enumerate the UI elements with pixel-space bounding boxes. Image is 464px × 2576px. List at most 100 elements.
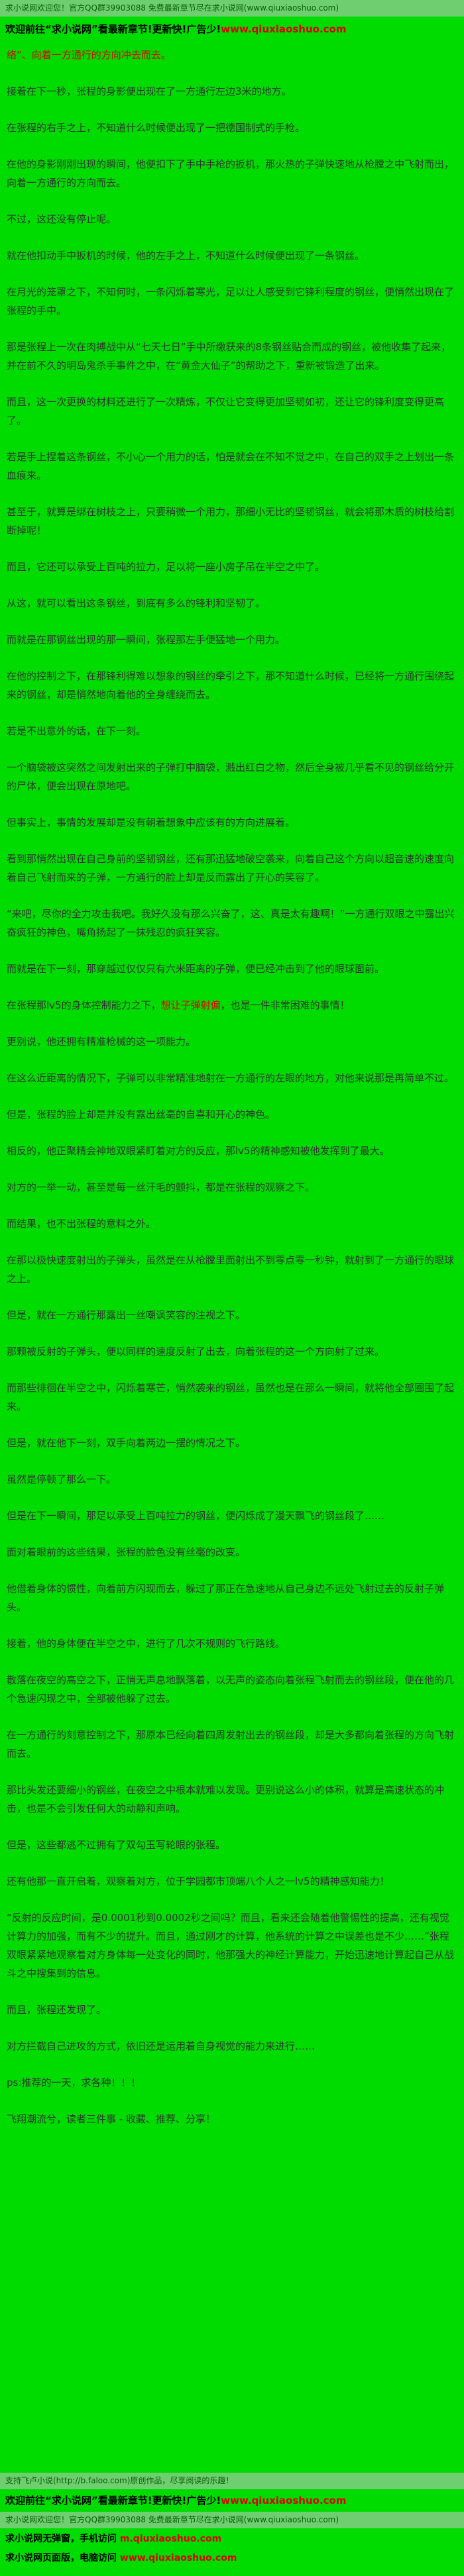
- novel-paragraph: 在张程那lv5的身体控制能力之下，想让子弹射偏，也是一件非常困难的事情！: [7, 996, 457, 1015]
- site-notice-top: 求小说网欢迎您！官方QQ群39903088 免费最新章节尽在求小说网(www.q…: [0, 0, 464, 17]
- paragraph-text: 飞翔潮流兮，读者三件事 - 收藏、推荐、分享！: [7, 2113, 215, 2126]
- paragraph-text: 而且，张程还发现了。: [7, 2004, 107, 2016]
- page-footer: 支持飞卢小说(http://b.faloo.com)原创作品，尽享阅读的乐趣！ …: [0, 2472, 464, 2576]
- novel-paragraph: 而且，张程还发现了。: [7, 2001, 457, 2019]
- faloo-notice: 支持飞卢小说(http://b.faloo.com)原创作品，尽享阅读的乐趣！: [0, 2472, 464, 2489]
- access-text: 求小说网无弹窗，手机访问: [5, 2534, 120, 2544]
- novel-paragraph: 还有他那一直开启着，观察着对方，位于学园都市顶端八个人之一lv5的精神感知能力！: [7, 1872, 457, 1891]
- paragraph-text: 就在他扣动手中扳机的时候，他的左手之上，不知道什么时候便出现了一条钢丝。: [7, 250, 365, 262]
- paragraph-text: 而且，它还可以承受上百吨的拉力，足以将一座小房子吊在半空之中了。: [7, 561, 325, 573]
- paragraph-text: ，也是一件非常困难的事情！: [220, 999, 350, 1012]
- novel-paragraph: 在张程的右手之上，不知道什么时候便出现了一把德国制式的手枪。: [7, 119, 457, 137]
- novel-paragraph: 对方拦截自己进攻的方式，依旧还是运用着自身视觉的能力来进行……: [7, 2037, 457, 2056]
- novel-paragraph: 一个脑袋被这突然之间发射出来的子弹打中脑袋，溅出红白之物，然后全身被几乎看不见的…: [7, 758, 457, 795]
- paragraph-text: 对方拦截自己进攻的方式，依旧还是运用着自身视觉的能力来进行……: [7, 2040, 316, 2053]
- novel-paragraph: ps:推荐的一天，求各种！！！: [7, 2073, 457, 2092]
- novel-paragraph: 虽然是停顿了那么一下。: [7, 1470, 457, 1489]
- paragraph-text: 面对着眼前的这些结果，张程的脸色没有丝毫的改变。: [7, 1546, 246, 1559]
- novel-paragraph: 但事实上，事情的发展却是没有朝着想象中应该有的方向进展着。: [7, 813, 457, 832]
- paragraph-text: 看到那悄然出现在自己身前的坚韧钢丝，还有那迅猛地破空袭来，向着自己这个方向以超音…: [7, 853, 455, 884]
- paragraph-text: 从这，就可以看出这条钢丝，到底有多么的锋利和坚韧了。: [7, 597, 266, 610]
- novel-paragraph: 在他的身影刚刚出现的瞬间，他便扣下了手中手枪的扳机，那火热的子弹快速地从枪膛之中…: [7, 155, 457, 192]
- paragraph-text: “反射的反应时间，是0.0001秒到0.0002秒之间吗？而且，看来还会随着他警…: [7, 1912, 455, 1980]
- novel-paragraph: 而且，这一次更换的材料还进行了一次精炼，不仅让它变得更加坚韧如初，还让它的锋利度…: [7, 393, 457, 430]
- paragraph-text: 若是手上捏着这条钢丝，不小心一个用力的话，怕是就会在不知不觉之中，在自己的双手之…: [7, 451, 455, 482]
- paragraph-text: 接着，他的身体便在半空之中，进行了几次不规则的飞行路线。: [7, 1638, 286, 1650]
- novel-paragraph: 甚至于，就算是绑在树枝之上，只要稍微一个用力，那细小无比的坚韧钢丝，就会将那木质…: [7, 503, 457, 540]
- paragraph-text: 但是，就在一方通行那露出一丝嘲讽笑容的注视之下。: [7, 1309, 246, 1322]
- novel-paragraph: 但是，就在一方通行那露出一丝嘲讽笑容的注视之下。: [7, 1306, 457, 1324]
- novel-paragraph: 而就是在那钢丝出现的那一瞬间，张程那左手便猛地一个用力。: [7, 630, 457, 649]
- site-url-link[interactable]: www.qiuxiaoshuo.com: [221, 23, 347, 35]
- site-url-link[interactable]: www.qiuxiaoshuo.com: [221, 2494, 347, 2506]
- paragraph-text: 还有他那一直开启着，观察着对方，位于学园都市顶端八个人之一lv5的精神感知能力！: [7, 1875, 390, 1888]
- novel-paragraph: 接着在下一秒，张程的身影便出现在了一方通行左边3米的地方。: [7, 82, 457, 101]
- novel-paragraph: 面对着眼前的这些结果，张程的脸色没有丝毫的改变。: [7, 1543, 457, 1561]
- page-header: 求小说网欢迎您！官方QQ群39903088 免费最新章节尽在求小说网(www.q…: [0, 0, 464, 64]
- novel-paragraph: 对方的一举一动，甚至是每一丝汗毛的颤抖，都是在张程的观察之下。: [7, 1178, 457, 1197]
- paragraph-text: 在这么近距离的情况下，子弹可以非常精准地射在一方通行的左眼的地方，对他来说那是再…: [7, 1072, 455, 1085]
- novel-paragraph: “反射的反应时间，是0.0001秒到0.0002秒之间吗？而且，看来还会随着他警…: [7, 1908, 457, 1983]
- carryover-text-fragment: 络”、向着一方通行的方向冲去而去。: [7, 49, 171, 62]
- promo-line-bottom: 欢迎前往“求小说网”看最新章节!更新快!广告少!www.qiuxiaoshuo.…: [0, 2489, 464, 2512]
- novel-content: 接着在下一秒，张程的身影便出现在了一方通行左边3米的地方。在张程的右手之上，不知…: [0, 64, 464, 2473]
- paragraph-text: 而就是在那钢丝出现的那一瞬间，张程那左手便猛地一个用力。: [7, 634, 286, 646]
- novel-paragraph: 散落在夜空的高空之下，正悄无声息地飘落着，以无声的姿态向着张程飞射而去的钢丝段，…: [7, 1671, 457, 1708]
- site-notice-bottom: 求小说网欢迎您！官方QQ群39903088 免费最新章节尽在求小说网(www.q…: [0, 2512, 464, 2528]
- paragraph-text: 那颗被反射的子弹头，便以同样的速度反射了出去，向着张程的这一个方向射了过来。: [7, 1346, 385, 1358]
- novel-paragraph: 那颗被反射的子弹头，便以同样的速度反射了出去，向着张程的这一个方向射了过来。: [7, 1342, 457, 1361]
- novel-paragraph: 但是，这些都逃不过拥有了双勾玉写轮眼的张程。: [7, 1836, 457, 1854]
- paragraph-text: 在他的身影刚刚出现的瞬间，他便扣下了手中手枪的扳机，那火热的子弹快速地从枪膛之中…: [7, 158, 455, 189]
- paragraph-text: 在他的控制之下，在那锋利得难以想象的钢丝的牵引之下，那不知道什么时候，已经将一方…: [7, 670, 455, 701]
- novel-paragraph: 而那些徘徊在半空之中，闪烁着寒芒，悄然袭来的钢丝，虽然也是在那么一瞬间，就将他全…: [7, 1379, 457, 1416]
- novel-paragraph: 不过，这还没有停止呢。: [7, 210, 457, 228]
- paragraph-text: 虽然是停顿了那么一下。: [7, 1473, 117, 1486]
- paragraph-text: 一个脑袋被这突然之间发射出来的子弹打中脑袋，溅出红白之物，然后全身被几乎看不见的…: [7, 762, 455, 793]
- novel-paragraph: 接着，他的身体便在半空之中，进行了几次不规则的飞行路线。: [7, 1634, 457, 1653]
- novel-paragraph: 相反的，他正聚精会神地双眼紧盯着对方的反应，那lv5的精神感知被他发挥到了最大。: [7, 1142, 457, 1160]
- paragraph-text: 那比头发还要细小的钢丝，在夜空之中根本就难以发现。更别说这么小的体积，就算是高速…: [7, 1784, 445, 1815]
- desktop-site-link[interactable]: www.qiuxiaoshuo.com: [119, 2553, 237, 2563]
- novel-paragraph: 在月光的笼罩之下，不知何时，一条闪烁着寒光，足以让人感受到它锋利程度的钢丝，便悄…: [7, 283, 457, 320]
- paragraph-text: 散落在夜空的高空之下，正悄无声息地飘落着，以无声的姿态向着张程飞射而去的钢丝段，…: [7, 1674, 455, 1705]
- paragraph-text: 在一方通行的刻意控制之下，那原本已经向着四周发射出去的钢丝段，却是大多都向着张程…: [7, 1729, 455, 1760]
- paragraph-text: 在那以极快速度射出的子弹头，虽然是在从枪膛里面射出不到零点零一秒钟，就射到了一方…: [7, 1254, 455, 1285]
- novel-paragraph: 那是张程上一次在肉搏战中从“七天七日”手中所缴获来的8条钢丝贴合而成的钢丝，被他…: [7, 338, 457, 375]
- paragraph-text: 甚至于，就算是绑在树枝之上，只要稍微一个用力，那细小无比的坚韧钢丝，就会将那木质…: [7, 506, 455, 537]
- paragraph-text: 那是张程上一次在肉搏战中从“七天七日”手中所缴获来的8条钢丝贴合而成的钢丝，被他…: [7, 341, 451, 372]
- novel-paragraph: 而且，它还可以承受上百吨的拉力，足以将一座小房子吊在半空之中了。: [7, 558, 457, 576]
- promo-text: 欢迎前往“求小说网”看最新章节!更新快!广告少!: [5, 23, 221, 35]
- novel-paragraph: 在那以极快速度射出的子弹头，虽然是在从枪膛里面射出不到零点零一秒钟，就射到了一方…: [7, 1251, 457, 1288]
- novel-paragraph: 在这么近距离的情况下，子弹可以非常精准地射在一方通行的左眼的地方，对他来说那是再…: [7, 1069, 457, 1087]
- novel-paragraph: 从这，就可以看出这条钢丝，到底有多么的锋利和坚韧了。: [7, 594, 457, 613]
- novel-paragraph: 飞翔潮流兮，读者三件事 - 收藏、推荐、分享！: [7, 2110, 457, 2128]
- paragraph-text: 对方的一举一动，甚至是每一丝汗毛的颤抖，都是在张程的观察之下。: [7, 1181, 316, 1194]
- paragraph-text: 但事实上，事情的发展却是没有朝着想象中应该有的方向进展着。: [7, 817, 296, 829]
- mobile-site-link[interactable]: m.qiuxiaoshuo.com: [119, 2534, 222, 2544]
- novel-paragraph: 那比头发还要细小的钢丝，在夜空之中根本就难以发现。更别说这么小的体积，就算是高速…: [7, 1781, 457, 1818]
- paragraph-text: 在月光的笼罩之下，不知何时，一条闪烁着寒光，足以让人感受到它锋利程度的钢丝，便悄…: [7, 286, 455, 317]
- novel-paragraph: 看到那悄然出现在自己身前的坚韧钢丝，还有那迅猛地破空袭来，向着自己这个方向以超音…: [7, 850, 457, 887]
- novel-paragraph: 但是，张程的脸上却是并没有露出丝毫的自喜和开心的神色。: [7, 1105, 457, 1124]
- paragraph-text: 但是在下一瞬间，那足以承受上百吨拉力的钢丝，便闪烁成了漫天飘飞的钢丝段了……: [7, 1510, 385, 1522]
- paragraph-text: 但是，张程的脸上却是并没有露出丝毫的自喜和开心的神色。: [7, 1109, 276, 1121]
- paragraph-text: ps:推荐的一天，求各种！！！: [7, 2077, 141, 2089]
- paragraph-text: 相反的，他正聚精会神地双眼紧盯着对方的反应，那lv5的精神感知被他发挥到了最大。: [7, 1145, 390, 1158]
- novel-paragraph: 就在他扣动手中扳机的时候，他的左手之上，不知道什么时候便出现了一条钢丝。: [7, 246, 457, 265]
- paragraph-text: 接着在下一秒，张程的身影便出现在了一方通行左边3米的地方。: [7, 85, 292, 98]
- novel-paragraph: 更别说，他还拥有精准枪械的这一项能力。: [7, 1032, 457, 1051]
- novel-paragraph: “来吧，尽你的全力攻击我吧。我好久没有那么兴奋了，这、真是太有趣啊！”一方通行双…: [7, 905, 457, 942]
- promo-text: 欢迎前往“求小说网”看最新章节!更新快!广告少!: [5, 2494, 221, 2506]
- paragraph-text: 更别说，他还拥有精准枪械的这一项能力。: [7, 1036, 196, 1048]
- novel-paragraph: 若是不出意外的话，在下一刻。: [7, 722, 457, 740]
- novel-paragraph: 在一方通行的刻意控制之下，那原本已经向着四周发射出去的钢丝段，却是大多都向着张程…: [7, 1726, 457, 1763]
- paragraph-text: 但是，就在他下一刻，双手向着两边一摆的情况之下。: [7, 1437, 246, 1450]
- novel-paragraph: 但是，就在他下一刻，双手向着两边一摆的情况之下。: [7, 1434, 457, 1452]
- paragraph-text: 他借着身体的惯性，向着前方闪现而去，躲过了那正在急速地从自己身边不远处飞射过去的…: [7, 1583, 445, 1614]
- desktop-access-line: 求小说网页面版，电脑访问 www.qiuxiaoshuo.com: [0, 2548, 464, 2567]
- access-text: 求小说网页面版，电脑访问: [5, 2553, 120, 2563]
- paragraph-text: “来吧，尽你的全力攻击我吧。我好久没有那么兴奋了，这、真是太有趣啊！”一方通行双…: [7, 908, 455, 939]
- paragraph-text: 不过，这还没有停止呢。: [7, 213, 117, 226]
- novel-paragraph: 在他的控制之下，在那锋利得难以想象的钢丝的牵引之下，那不知道什么时候，已经将一方…: [7, 667, 457, 704]
- novel-paragraph: 而就是在下一刻，那穿越过仅仅只有六米距离的子弹，便已经冲击到了他的眼球面前。: [7, 960, 457, 978]
